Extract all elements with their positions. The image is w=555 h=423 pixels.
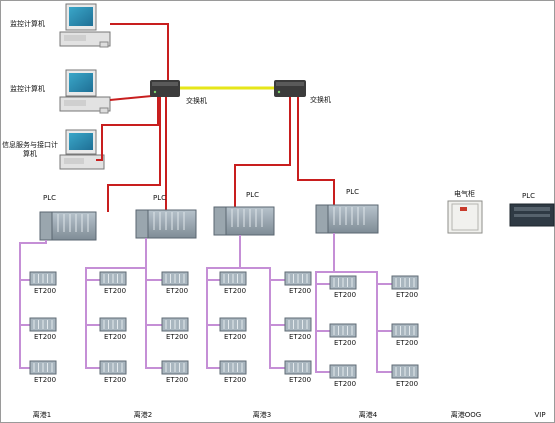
switch-2 — [274, 80, 306, 97]
label-switch-1: 交换机 — [186, 97, 207, 105]
profibus-links — [19, 233, 392, 373]
et200-module — [219, 317, 247, 332]
et200-label: ET200 — [289, 333, 312, 341]
et200-label: ET200 — [104, 376, 127, 384]
et200-label: ET200 — [104, 287, 127, 295]
link-pc2-switch1 — [109, 90, 153, 101]
et200-module — [284, 271, 312, 286]
et200-label: ET200 — [224, 287, 247, 295]
et200-module — [219, 360, 247, 375]
et200-label: ET200 — [334, 291, 357, 299]
et200-label: ET200 — [104, 333, 127, 341]
plc-vip — [509, 203, 555, 227]
et200-module — [161, 317, 189, 332]
label-plc-3: PLC — [246, 191, 260, 199]
switch-1 — [150, 80, 180, 97]
et200-label: ET200 — [166, 333, 189, 341]
link-switch2-plc3 — [234, 96, 291, 207]
et200-module — [391, 364, 419, 379]
et200-label: ET200 — [166, 376, 189, 384]
et200-module — [29, 317, 57, 332]
et200-module — [29, 360, 57, 375]
monitor-computer-2 — [59, 69, 111, 114]
et200-module — [329, 364, 357, 379]
et200-label: ET200 — [396, 380, 419, 388]
info-interface-computer — [59, 129, 105, 170]
link-switch1-plc1 — [107, 96, 161, 212]
plc-rack-1 — [39, 211, 97, 241]
et200-module — [219, 271, 247, 286]
et200-module — [29, 271, 57, 286]
et200-label: ET200 — [34, 376, 57, 384]
area-label-2: 离港2 — [133, 411, 153, 419]
plc-rack-4 — [315, 204, 379, 234]
link-pc1-switch1 — [110, 23, 169, 80]
label-plc-vip: PLC — [522, 192, 536, 200]
et200-module — [99, 317, 127, 332]
plc-rack-2 — [135, 209, 197, 239]
et200-module — [284, 360, 312, 375]
area-label-1: 离港1 — [32, 411, 52, 419]
et200-module — [391, 275, 419, 290]
et200-module — [99, 271, 127, 286]
et200-module — [284, 317, 312, 332]
et200-module — [99, 360, 127, 375]
et200-module — [161, 360, 189, 375]
et200-label: ET200 — [396, 291, 419, 299]
et200-label: ET200 — [334, 380, 357, 388]
label-electrical-cabinet: 电气柜 — [454, 190, 475, 198]
et200-label: ET200 — [396, 339, 419, 347]
et200-label: ET200 — [334, 339, 357, 347]
area-label-vip: VIP — [534, 411, 546, 419]
et200-module — [329, 323, 357, 338]
et200-label: ET200 — [224, 376, 247, 384]
et200-label: ET200 — [34, 287, 57, 295]
label-plc-2: PLC — [153, 194, 167, 202]
area-label-oog: 离港OOG — [450, 411, 482, 419]
area-label-3: 离港3 — [252, 411, 272, 419]
label-monitor-pc-1: 监控计算机 — [10, 20, 45, 28]
electrical-cabinet — [447, 200, 483, 234]
et200-label: ET200 — [166, 287, 189, 295]
link-info-switch1 — [96, 96, 159, 161]
et200-label: ET200 — [289, 287, 312, 295]
label-plc-1: PLC — [43, 194, 57, 202]
link-switch2-plc4 — [297, 96, 335, 207]
plc-rack-3 — [213, 206, 275, 236]
et200-module — [329, 275, 357, 290]
area-label-4: 离港4 — [358, 411, 378, 419]
et200-module — [161, 271, 189, 286]
et200-label: ET200 — [224, 333, 247, 341]
et200-label: ET200 — [34, 333, 57, 341]
label-info-pc: 信息服务与接口计算机 — [2, 141, 58, 158]
monitor-computer-1 — [59, 3, 111, 48]
label-plc-4: PLC — [346, 188, 360, 196]
et200-module — [391, 323, 419, 338]
label-switch-2: 交换机 — [310, 96, 331, 104]
et200-label: ET200 — [289, 376, 312, 384]
ethernet-links — [96, 23, 335, 212]
label-monitor-pc-2: 监控计算机 — [10, 85, 45, 93]
